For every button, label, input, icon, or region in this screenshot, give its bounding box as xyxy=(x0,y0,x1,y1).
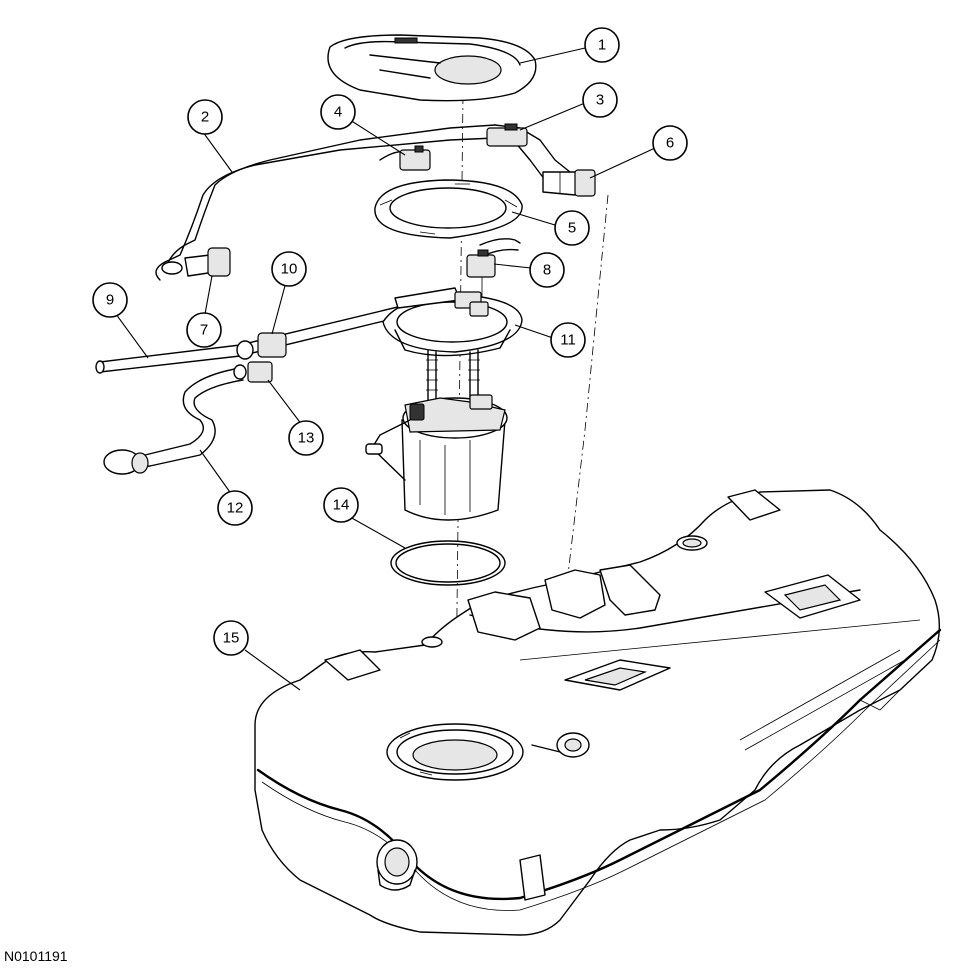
callout-2-label: 2 xyxy=(201,109,209,126)
vent-axis-line xyxy=(547,194,609,746)
callout-1-label: 1 xyxy=(598,37,606,54)
callout-10: 10 xyxy=(271,251,307,287)
callout-3: 3 xyxy=(582,82,618,118)
part-quick-connect-left xyxy=(161,247,231,277)
callout-15: 15 xyxy=(213,620,249,656)
callout-5: 5 xyxy=(554,210,590,246)
callout-8-label: 8 xyxy=(543,262,551,279)
callout-6-label: 6 xyxy=(666,135,674,152)
figure-code: N0101191 xyxy=(4,948,68,964)
part-connector-13 xyxy=(233,361,273,383)
callout-9-label: 9 xyxy=(106,292,114,309)
part-electrical-connector-4 xyxy=(379,145,431,171)
callout-13: 13 xyxy=(288,420,324,456)
callout-6: 6 xyxy=(652,125,688,161)
part-tube-connector-10 xyxy=(236,332,287,360)
part-connector-3 xyxy=(486,123,528,147)
callout-12: 12 xyxy=(217,490,253,526)
callout-15-label: 15 xyxy=(223,630,240,647)
leader-lines xyxy=(112,47,656,691)
callout-4: 4 xyxy=(320,94,356,130)
callout-4-label: 4 xyxy=(334,104,342,121)
part-lock-ring xyxy=(374,179,523,239)
callout-8: 8 xyxy=(529,252,565,288)
callout-7: 7 xyxy=(186,312,222,348)
callout-11-label: 11 xyxy=(560,332,576,349)
callout-10-label: 10 xyxy=(281,261,298,278)
callout-1: 1 xyxy=(584,27,620,63)
callout-12-label: 12 xyxy=(227,500,244,517)
callout-7-label: 7 xyxy=(200,322,208,339)
callout-2: 2 xyxy=(187,99,223,135)
part-o-ring xyxy=(390,540,506,586)
part-hose-lower xyxy=(103,367,244,475)
part-harness-connector-8 xyxy=(466,238,521,300)
part-cover-shield xyxy=(327,34,537,102)
part-quick-connect-right xyxy=(542,169,596,197)
callout-9: 9 xyxy=(92,282,128,318)
callout-11: 11 xyxy=(550,322,586,358)
callout-3-label: 3 xyxy=(596,92,604,109)
callout-13-label: 13 xyxy=(298,430,315,447)
callout-14: 14 xyxy=(323,487,359,523)
part-fuel-pump-module xyxy=(365,287,523,521)
callout-5-label: 5 xyxy=(568,220,576,237)
callout-14-label: 14 xyxy=(333,497,350,514)
part-fuel-tank xyxy=(254,489,942,936)
